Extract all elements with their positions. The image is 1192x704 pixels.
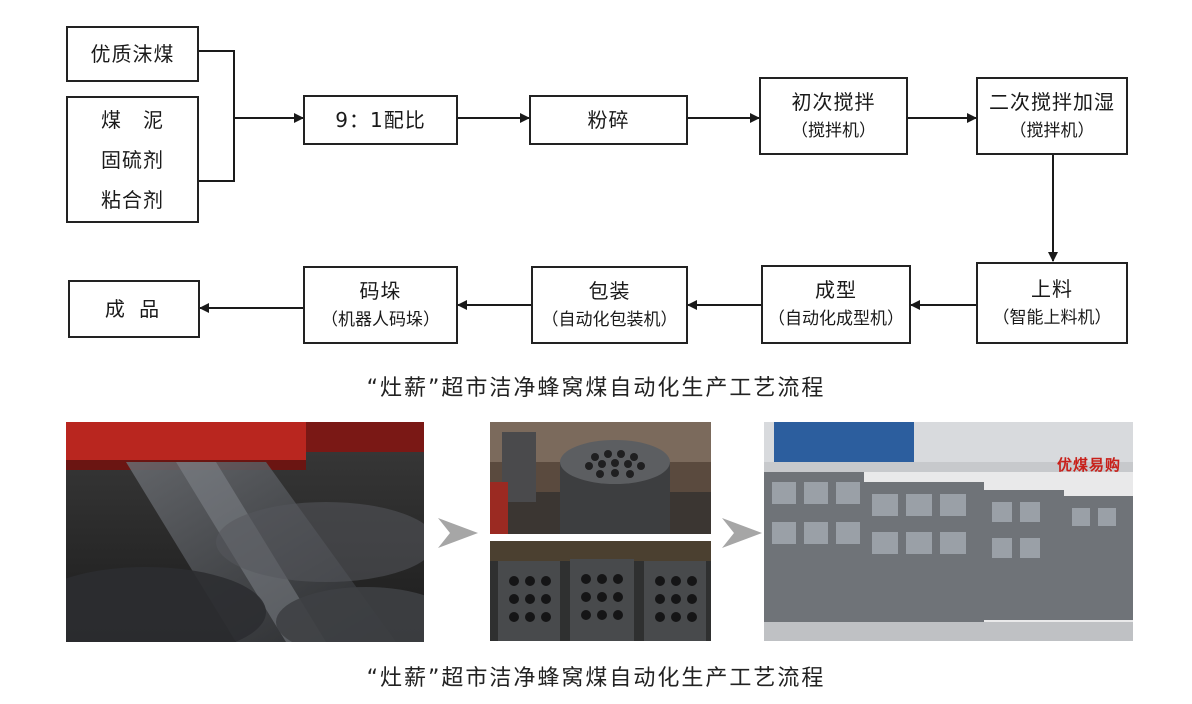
photo-briquette-rows [490, 541, 711, 641]
crush-label: 粉碎 [587, 107, 630, 132]
stacking-box: 码垛 （机器人码垛） [303, 266, 458, 344]
packing-box: 包装 （自动化包装机） [531, 266, 688, 344]
warehouse-sign-text: 优煤易购 [1056, 456, 1121, 474]
feed-box: 上料 （智能上料机） [976, 262, 1128, 344]
feed-label: 上料 [1031, 276, 1073, 301]
input-coal-box: 优质沫煤 [66, 26, 199, 82]
input-coal-label: 优质沫煤 [90, 41, 175, 66]
packing-label: 包装 [588, 278, 631, 303]
connector-coal-merge [199, 50, 235, 118]
arrow-chevron-icon [438, 518, 478, 552]
stacking-label: 码垛 [359, 278, 402, 303]
input-additives-box: 煤 泥 固硫剂 粘合剂 [66, 96, 199, 223]
arrow-chevron-icon [722, 518, 762, 552]
forming-box: 成型 （自动化成型机） [761, 265, 911, 344]
packing-machine: （自动化包装机） [541, 309, 678, 330]
mix2-machine: （搅拌机） [1009, 120, 1095, 141]
photo-warehouse-pallets: 优煤易购 [764, 422, 1133, 641]
additive-item: 煤 泥 [101, 107, 164, 132]
additive-item: 固硫剂 [101, 147, 164, 172]
additive-item: 粘合剂 [101, 187, 164, 212]
mix2-box: 二次搅拌加湿 （搅拌机） [976, 77, 1128, 155]
mix1-machine: （搅拌机） [791, 120, 876, 141]
photo-coal-pouring [66, 422, 424, 642]
forming-label: 成型 [815, 278, 857, 303]
product-box: 成 品 [68, 280, 200, 338]
caption-bottom: “灶薪”超市洁净蜂窝煤自动化生产工艺流程 [366, 666, 826, 691]
photo-briquette-closeup [490, 422, 711, 534]
mix2-label: 二次搅拌加湿 [989, 89, 1115, 114]
feed-machine: （智能上料机） [992, 307, 1112, 328]
caption-top: “灶薪”超市洁净蜂窝煤自动化生产工艺流程 [366, 376, 826, 401]
ratio-box: 9：1配比 [303, 95, 458, 145]
mix1-box: 初次搅拌 （搅拌机） [759, 77, 908, 155]
mix1-label: 初次搅拌 [791, 89, 876, 114]
forming-machine: （自动化成型机） [768, 309, 904, 330]
product-label: 成 品 [104, 296, 164, 321]
connector-additives-merge [199, 118, 235, 182]
ratio-label: 9：1配比 [335, 107, 426, 132]
stacking-machine: （机器人码垛） [321, 309, 440, 330]
crush-box: 粉碎 [529, 95, 688, 145]
